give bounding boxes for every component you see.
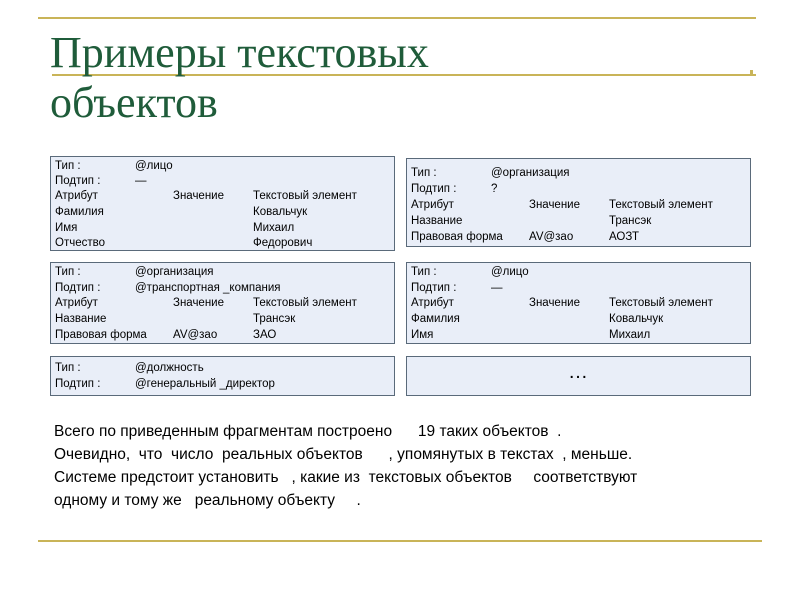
text-element-header: Текстовый элемент — [609, 199, 713, 211]
bottom-rule — [38, 540, 762, 542]
card-row: Отчество Федорович — [51, 235, 394, 251]
title-underline — [38, 74, 756, 76]
text-element: Трансэк — [253, 313, 296, 325]
attr-label: Фамилия — [411, 313, 460, 325]
attr-label: Подтип : — [55, 282, 101, 294]
card-row: Правовая форма AV@зао ЗАО — [51, 327, 394, 343]
attr-type: @транспортная _компания — [135, 282, 281, 294]
card-row: Тип : @лицо — [51, 158, 394, 174]
summary-line-4: одному и тому же реальному объекту . — [54, 492, 361, 509]
attr-label: Атрибут — [411, 199, 454, 211]
attr-type: @организация — [135, 266, 214, 278]
card-row: Тип : @лицо — [407, 264, 750, 280]
text-element: ЗАО — [253, 329, 277, 341]
summary-line-3: Системе предстоит установить , какие из … — [54, 469, 638, 486]
card-row: Фамилия Ковальчук — [51, 204, 394, 220]
text-element: Михаил — [609, 329, 651, 341]
attr-type: ? — [491, 183, 498, 195]
summary-line-1: Всего по приведенным фрагментам построен… — [54, 423, 562, 440]
slide-title: Примеры текстовых объектов — [50, 28, 750, 128]
object-card-person-2: Тип : @лицо Подтип : — Атрибут Значение … — [406, 262, 751, 344]
attr-type: — — [135, 175, 147, 187]
corner-tick — [750, 70, 753, 76]
text-element-header: Текстовый элемент — [253, 297, 357, 309]
attr-label: Тип : — [411, 167, 437, 179]
card-row: Атрибут Значение Текстовый элемент — [407, 295, 750, 311]
attr-label: Тип : — [55, 266, 81, 278]
card-row: Название Трансэк — [51, 311, 394, 327]
card-row: Фамилия Ковальчук — [407, 311, 750, 327]
attr-label: Подтип : — [411, 183, 457, 195]
attr-label: Тип : — [55, 362, 81, 374]
text-element: Трансэк — [609, 215, 652, 227]
attr-label: Имя — [55, 222, 78, 234]
card-row: Имя Михаил — [407, 327, 750, 343]
attr-label: Атрибут — [55, 190, 98, 202]
object-card-organization-1: Тип : @организация Подтип : ? Атрибут Зн… — [406, 158, 751, 247]
attr-type: @генеральный _директор — [135, 378, 275, 390]
value-header: Значение — [173, 190, 224, 202]
object-card-position: Тип : @должность Подтип : @генеральный _… — [50, 356, 395, 396]
card-row: Подтип : @транспортная _компания — [51, 280, 394, 296]
card-row: Название Трансэк — [407, 213, 750, 229]
top-rule — [38, 17, 756, 19]
attr-label: Тип : — [411, 266, 437, 278]
card-row: Атрибут Значение Текстовый элемент — [51, 188, 394, 204]
text-element: Ковальчук — [253, 206, 308, 218]
attr-value: AV@зао — [173, 329, 218, 341]
text-element: Михаил — [253, 222, 295, 234]
attr-label: Атрибут — [411, 297, 454, 309]
card-row: Тип : @организация — [51, 264, 394, 280]
summary-line-2: Очевидно, что число реальных объектов , … — [54, 446, 633, 463]
title-line-1: Примеры текстовых — [50, 28, 429, 77]
attr-type: @организация — [491, 167, 570, 179]
ellipsis: … — [568, 361, 589, 383]
text-element-header: Текстовый элемент — [253, 190, 357, 202]
attr-label: Отчество — [55, 237, 105, 249]
text-element: Ковальчук — [609, 313, 664, 325]
value-header: Значение — [529, 199, 580, 211]
attr-label: Название — [55, 313, 107, 325]
card-row: Подтип : — — [51, 173, 394, 189]
attr-label: Подтип : — [55, 378, 101, 390]
card-row: Правовая форма AV@зао АОЗТ — [407, 229, 750, 245]
attr-label: Тип : — [55, 160, 81, 172]
attr-value: AV@зао — [529, 231, 574, 243]
attr-label: Атрибут — [55, 297, 98, 309]
text-element: Федорович — [253, 237, 313, 249]
card-row: Подтип : — — [407, 280, 750, 296]
attr-type: @лицо — [135, 160, 173, 172]
title-line-2: объектов — [50, 78, 218, 127]
text-element-header: Текстовый элемент — [609, 297, 713, 309]
attr-label: Подтип : — [411, 282, 457, 294]
attr-label: Правовая форма — [411, 231, 503, 243]
object-card-organization-2: Тип : @организация Подтип : @транспортна… — [50, 262, 395, 344]
value-header: Значение — [529, 297, 580, 309]
title-underline-gap — [38, 20, 52, 80]
attr-label: Название — [411, 215, 463, 227]
card-row: Атрибут Значение Текстовый элемент — [407, 197, 750, 213]
attr-label: Правовая форма — [55, 329, 147, 341]
card-row: Атрибут Значение Текстовый элемент — [51, 295, 394, 311]
text-element: АОЗТ — [609, 231, 640, 243]
object-card-person-1: Тип : @лицо Подтип : — Атрибут Значение … — [50, 156, 395, 251]
attr-label: Фамилия — [55, 206, 104, 218]
card-row: Подтип : @генеральный _директор — [51, 376, 394, 392]
card-row: Тип : @должность — [51, 360, 394, 376]
card-row: Подтип : ? — [407, 181, 750, 197]
attr-type: @должность — [135, 362, 204, 374]
attr-label: Подтип : — [55, 175, 101, 187]
object-card-more: … — [406, 356, 751, 396]
attr-type: — — [491, 282, 503, 294]
attr-label: Имя — [411, 329, 434, 341]
card-row: Тип : @организация — [407, 165, 750, 181]
value-header: Значение — [173, 297, 224, 309]
summary-paragraph: Всего по приведенным фрагментам построен… — [54, 420, 754, 512]
card-row: Имя Михаил — [51, 220, 394, 236]
attr-type: @лицо — [491, 266, 529, 278]
